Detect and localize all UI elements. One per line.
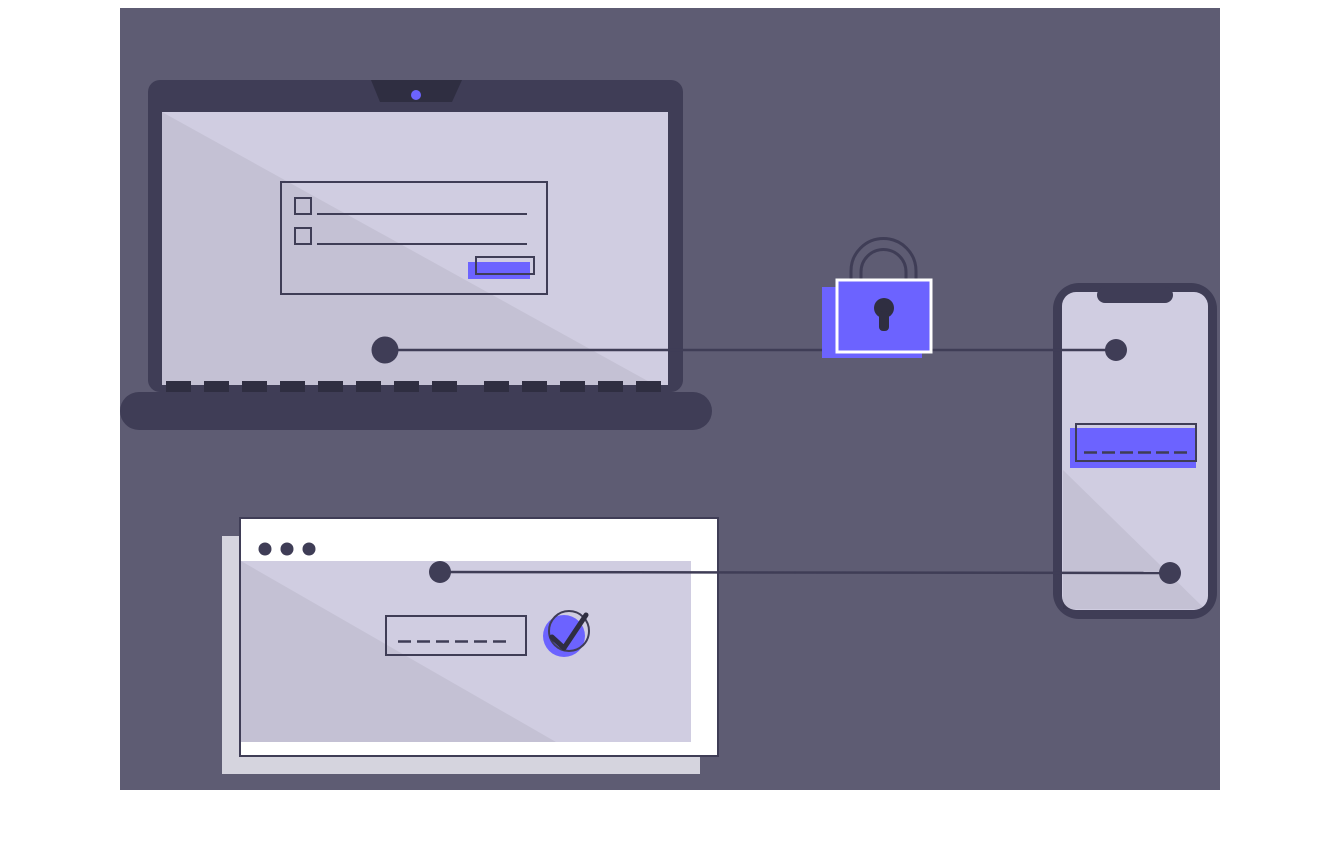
browser-window-group [222, 517, 719, 774]
window-control-dot [258, 542, 272, 556]
submit-button-outline [475, 256, 535, 275]
window-control-dot [302, 542, 316, 556]
laptop-base [120, 392, 712, 430]
login-form [280, 181, 548, 295]
padlock-keyhole-icon [874, 298, 894, 331]
camera-dot-icon [411, 90, 421, 100]
window-control-dots [258, 542, 316, 556]
connections [371, 336, 1181, 584]
browser-content [241, 561, 691, 742]
laptop [120, 80, 712, 430]
phone-notch [1097, 287, 1173, 303]
password-checkbox [294, 227, 312, 245]
login-form-outline [280, 181, 548, 295]
keyboard-ticks [166, 381, 661, 392]
phone-code-field-outline [1075, 423, 1197, 462]
connection-dot-browser [429, 561, 451, 583]
connection-dot-phone-bottom [1159, 562, 1181, 584]
padlock-shackle-inner [859, 248, 908, 282]
connection-line-browser-phone [439, 570, 1171, 575]
laptop-screen [162, 112, 668, 385]
connection-dot-phone-top [1105, 339, 1127, 361]
check-circle-outline [548, 610, 590, 652]
submit-button [468, 262, 530, 279]
padlock-shackle-outer [849, 237, 918, 282]
checkmark-icon [549, 612, 589, 651]
connection-dot-laptop [371, 336, 399, 364]
smartphone [1053, 283, 1217, 619]
browser-content-shading [241, 561, 556, 742]
check-circle [543, 615, 585, 657]
window-control-dot [280, 542, 294, 556]
username-checkbox [294, 197, 312, 215]
padlock-icon [822, 237, 933, 358]
laptop-screen-shading [162, 112, 655, 385]
browser-code-input [385, 615, 527, 656]
